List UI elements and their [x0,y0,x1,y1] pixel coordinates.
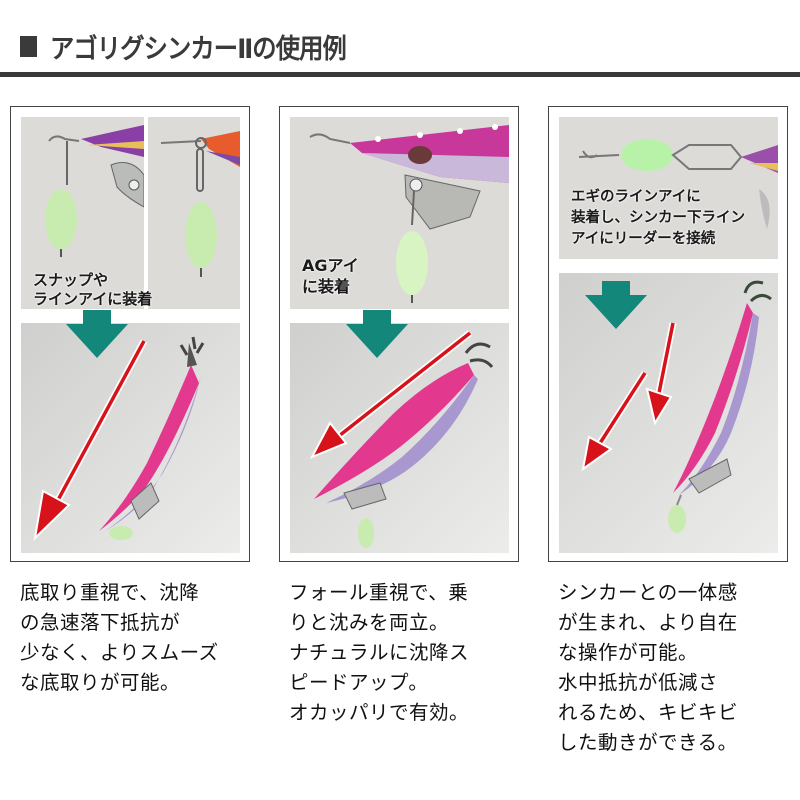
caption-line: 装着し、シンカー下ライン [571,210,745,226]
egi-fall-diagonal-photo [290,323,509,553]
attach-caption: スナップや ラインアイに装着 [33,271,152,309]
description-line: オカッパリで有効。 [289,701,470,724]
snap-sinker-photo: スナップや ラインアイに装着 [21,117,240,309]
usage-panel-inline: エギのラインアイに 装着し、シンカー下ライン アイにリーダーを接続 [548,106,788,562]
description-ag-eye: フォール重視で、乗 りと沈みを両立。 ナチュラルに沈降ス ピードアップ。 オカッ… [289,578,469,728]
usage-panel-ag-eye: AGアイ に装着 [279,106,519,562]
description-line: フォール重視で、乗 [289,581,469,604]
attach-caption: AGアイ に装着 [302,255,359,297]
description-line: な底取りが可能。 [20,671,181,694]
egi-fall-nose-down-photo [21,323,240,553]
egi-fall-steep-photo [559,273,778,553]
description-line: 水中抵抗が低減さ [558,671,719,694]
attach-caption: エギのラインアイに 装着し、シンカー下ライン アイにリーダーを接続 [571,187,745,250]
teal-down-arrow-icon [585,281,647,329]
description-line: ピードアップ。 [289,671,429,694]
inline-sinker-photo: エギのラインアイに 装着し、シンカー下ライン アイにリーダーを接続 [559,117,778,259]
description-line: ナチュラルに沈降ス [289,641,470,664]
teal-down-arrow-icon [66,310,128,358]
description-line: な操作が可能。 [558,641,699,664]
caption-line: エギのラインアイに [571,189,701,205]
caption-line: AGアイ [302,256,359,275]
usage-panel-snap: スナップや ラインアイに装着 [10,106,250,562]
caption-line: に装着 [302,277,351,296]
description-line: シンカーとの一体感 [558,581,738,604]
page-header: アゴリグシンカーⅡの使用例 [20,26,379,66]
description-line: りと沈みを両立。 [289,611,450,634]
description-line: が生まれ、より自在 [558,611,738,634]
header-divider [0,72,800,77]
caption-line: ラインアイに装着 [33,290,153,308]
caption-line: スナップや [33,271,109,289]
description-line: の急速落下抵抗が [20,611,181,634]
description-line: れるため、キビキビ [558,701,739,724]
description-inline: シンカーとの一体感 が生まれ、より自在 な操作が可能。 水中抵抗が低減さ れるた… [558,578,738,758]
page-title: アゴリグシンカーⅡの使用例 [50,33,347,65]
description-line: した動きができる。 [558,731,738,754]
caption-line: アイにリーダーを接続 [571,231,716,247]
description-snap: 底取り重視で、沈降 の急速落下抵抗が 少なく、よりスムーズ な底取りが可能。 [20,578,219,698]
square-bullet-icon [20,35,37,57]
description-line: 少なく、よりスムーズ [20,641,219,664]
ag-eye-sinker-photo: AGアイ に装着 [290,117,509,309]
teal-down-arrow-icon [346,310,408,358]
description-line: 底取り重視で、沈降 [20,581,200,604]
